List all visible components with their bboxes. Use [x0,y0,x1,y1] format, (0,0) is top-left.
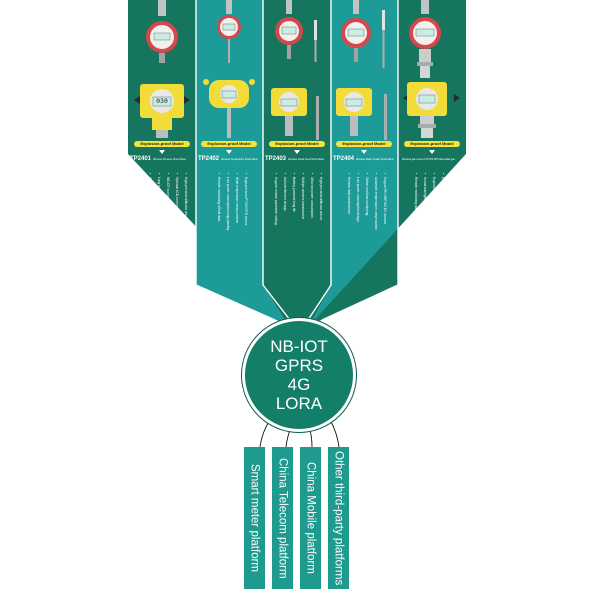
feature-list-tp2404: Support PH ORP DO EC sensors Automatic t… [335,172,397,284]
feature-item: Ultra low power consumption [310,172,314,218]
feature-item: High-precision diffusion silicon [319,172,323,220]
down-arrow-icon [429,150,435,154]
platform-third-party: Other third-party platforms [328,447,349,589]
feature-item: Explosion-proof housing [432,172,436,211]
feature-item: Multiple wireless transmission [301,172,305,219]
platform-label: Smart meter platform [248,464,261,572]
network-hub-circle: NB-IOT GPRS 4G LORA [242,318,356,432]
platform-bar-smart-meter [244,447,265,589]
feature-item: Support PH ORP DO EC sensors [383,172,387,224]
explosion-proof-badge: Explosion-proof Model [336,141,392,147]
model-number: TP2401 [130,156,152,162]
feature-item: Automatic temperature compensation [374,172,378,230]
feature-item: Battery powered long life [292,172,296,212]
feature-list-tp2401: High-precision diffusion silicon core Op… [132,172,194,284]
feature-item: Long battery life design [157,172,161,210]
platform-label: China Telecom platform [276,457,289,579]
down-arrow-icon [294,150,300,154]
feature-item: Optional LCD screen and alarm [175,172,179,222]
device-temperature-explosion-proof-icon [203,79,255,138]
down-arrow-icon [226,150,232,154]
explosion-proof-badge: Explosion-proof Model [404,141,460,147]
down-arrow-icon [159,150,165,154]
device-explosion-proof-icon [134,84,190,138]
feature-item: Remote monitoring alarm [414,172,418,213]
separator-lines [195,0,399,321]
feature-item: Detect CO H2S NH3 CH4 flammable gas [441,172,445,235]
platform-bar-third-party [328,447,349,589]
feature-list-tp2403: High-precision diffusion silicon Ultra l… [267,172,329,284]
device-level-gauge-icon [275,0,317,62]
model-subtitle: Wireless Temperature Smart Meter [221,158,259,161]
funnel-tp2403 [263,154,331,325]
model-number: TP2402 [198,156,220,162]
device-water-quality-gauge-icon [341,0,385,68]
model-subtitle: Wireless Water Quality Smart Meter [356,158,395,161]
device-gas-explosion-proof-icon [403,82,460,138]
explosion-proof-badge: Explosion-proof Model [269,141,325,147]
feature-item: Remote data transmission [347,172,351,214]
feature-item: Online real-time monitoring [365,172,369,215]
funnel-gas [310,154,466,325]
device-water-quality-explosion-proof-icon [336,88,387,140]
feature-list-gas: Imported gas sensor high accuracy Detect… [402,172,464,284]
platform-smart-meter: Smart meter platform [244,447,265,589]
device-gas-gauge-icon [409,0,441,78]
hub-protocol-nb-iot: NB-IOT [270,337,328,356]
hub-protocol-lora: LORA [275,394,323,413]
explosion-proof-badge: Explosion-proof Model [134,141,190,147]
feature-item: Support remote parameter setting [274,172,278,225]
down-arrow-icon [361,150,367,154]
device-display-reading: 030 [156,97,168,105]
feature-item: Anti-interference design [283,172,287,211]
model-subtitle: Wireless Liquid Level Smart Meter [288,158,325,161]
platform-china-mobile: China Mobile platform [300,447,321,589]
platform-bar-china-mobile [300,447,321,589]
arrow-markers [159,150,435,154]
feature-item: Low power consumption design [356,172,360,222]
feature-item: Low power consumption long standby [226,172,230,230]
feature-item: Remote monitoring of field data [217,172,221,221]
device-gauge-icon [146,0,178,63]
feature-item: Wide temperature measurement [235,172,239,223]
model-number: TP2403 [265,156,287,162]
platform-china-telecom: China Telecom platform [272,447,293,589]
feature-item: NB-IOT low power consumption [166,172,170,222]
model-number: TP2404 [333,156,355,162]
hub-protocol-gprs: GPRS [274,356,324,375]
feature-item: Sound and light alarm output [423,172,427,218]
device-temperature-gauge-icon [217,0,241,63]
feature-item: Convenient and easy to install [139,172,143,220]
model-subtitle: Wireless Pressure Smart Meter [153,158,187,161]
feature-list-tp2402: High-precision PT100 RTD sensor Wide tem… [200,172,262,284]
platform-label: Other third-party platforms [332,450,345,586]
explosion-proof-badge: Explosion-proof Model [201,141,257,147]
feature-item: High-precision diffusion silicon core [184,172,188,227]
feature-item: Imported gas sensor high accuracy [450,172,454,227]
model-title: Wireless gas sensor CO H2S NH3 flammable… [400,156,455,162]
platform-label: China Mobile platform [304,462,317,574]
model-subtitle: Wireless gas sensor CO H2S NH3 flammable… [402,158,455,161]
feature-item: High-precision PT100 RTD sensor [244,172,248,225]
hub-protocol-4g: 4G [287,375,311,394]
feature-item: Support multiple wireless transmission [148,172,152,231]
platform-bar-china-telecom [272,447,293,589]
device-level-explosion-proof-icon [271,88,319,140]
